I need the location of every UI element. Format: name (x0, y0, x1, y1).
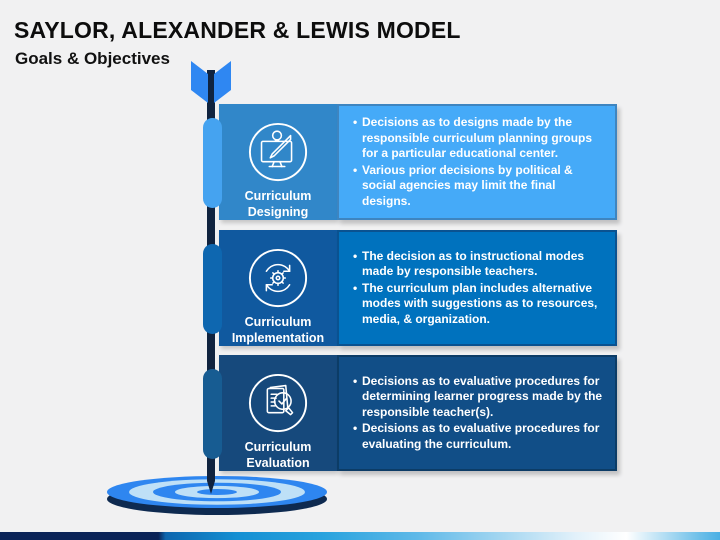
implementation-icon-box: Curriculum Implementation (219, 230, 337, 346)
row-capsule (203, 369, 222, 459)
gear-cycle-icon (248, 248, 308, 308)
row-capsule (203, 118, 222, 208)
evaluation-bullet-list: Decisions as to evaluative procedures fo… (339, 367, 615, 460)
bullet-item: Decisions as to evaluative procedures fo… (353, 374, 607, 421)
arrow-fletching-icon (191, 61, 231, 103)
row-capsule (203, 244, 222, 334)
evaluation-icon-box: Curriculum Evaluation (219, 355, 337, 471)
footer-accent-bar (0, 532, 720, 540)
bullet-item: Decisions as to evaluative procedures fo… (353, 421, 607, 452)
row-curriculum-evaluation: Curriculum Evaluation Decisions as to ev… (203, 355, 617, 471)
implementation-bullet-list: The decision as to instructional modes m… (339, 242, 615, 335)
bullet-item: Decisions as to designs made by the resp… (353, 115, 607, 162)
evaluation-text-box: Decisions as to evaluative procedures fo… (337, 355, 617, 471)
row-curriculum-designing: Curriculum Designing Decisions as to des… (203, 104, 617, 220)
document-magnifier-check-icon (248, 373, 308, 433)
designing-bullet-list: Decisions as to designs made by the resp… (339, 108, 615, 216)
designing-label: Curriculum Designing (244, 189, 312, 219)
page-subtitle: Goals & Objectives (15, 49, 170, 68)
implementation-text-box: The decision as to instructional modes m… (337, 230, 617, 346)
evaluation-label: Curriculum Evaluation (244, 440, 312, 470)
bullet-item: Various prior decisions by political & s… (353, 163, 607, 210)
implementation-label: Curriculum Implementation (231, 315, 325, 345)
bullet-item: The curriculum plan includes alternative… (353, 281, 607, 328)
designing-text-box: Decisions as to designs made by the resp… (337, 104, 617, 220)
row-curriculum-implementation: Curriculum Implementation The decision a… (203, 230, 617, 346)
target-base-icon (107, 476, 327, 515)
monitor-design-icon (248, 122, 308, 182)
page-title: SAYLOR, ALEXANDER & LEWIS MODEL (14, 17, 461, 43)
designing-icon-box: Curriculum Designing (219, 104, 337, 220)
bullet-item: The decision as to instructional modes m… (353, 249, 607, 280)
